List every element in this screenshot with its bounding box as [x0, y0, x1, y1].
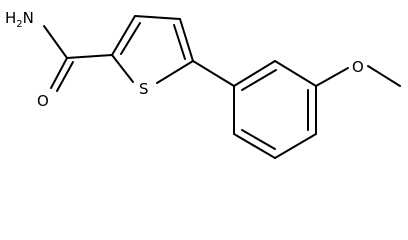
bond-ring-5-6-inner [241, 129, 276, 150]
bond-ccarbonyl-o-2 [56, 61, 74, 92]
bond-c4-c5-inner [173, 24, 186, 60]
bond-ring-2-3 [274, 60, 317, 87]
amide-nitrogen-label: H2N [5, 9, 34, 30]
molecule-canvas: H2N O S O [5, 9, 401, 159]
bond-omethoxy-ch3 [367, 65, 401, 87]
bond-ring-1-2 [233, 60, 276, 87]
bond-ring-omethoxy [315, 67, 349, 87]
bond-ccarbonyl-o-1 [50, 57, 68, 89]
bond-ccarbonyl-c2 [66, 54, 113, 59]
bond-c3-c4 [134, 15, 181, 20]
methoxy-oxygen-label: O [352, 58, 364, 76]
molecule-structure: H2N O S O [5, 9, 401, 159]
carbonyl-oxygen-label: O [37, 92, 49, 110]
bond-c5-aryl [192, 60, 235, 87]
bond-c5-s [156, 60, 194, 84]
bond-c4-c5 [179, 18, 194, 62]
bond-s-c2 [111, 54, 134, 83]
bond-n-ccarbonyl [43, 25, 68, 59]
bond-ring-5-6 [233, 133, 276, 159]
bond-ring-4-5 [274, 133, 317, 159]
bond-c2-c3 [111, 15, 136, 56]
bond-ring-1-2-inner [241, 69, 277, 91]
thiophene-sulfur-label: S [139, 80, 149, 98]
bond-c2-c3-inner [120, 22, 141, 55]
